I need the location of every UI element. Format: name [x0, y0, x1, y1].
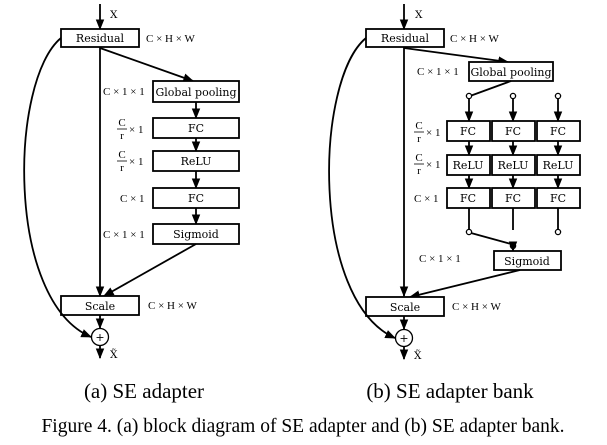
fc2-label-b-3: FC [550, 192, 566, 205]
switch-bottom-b [470, 232, 512, 245]
fc2-label-a: FC [188, 192, 204, 205]
fc1-dim-b: C r × 1 [414, 120, 440, 145]
relu-dim-a: C r × 1 [117, 149, 143, 174]
residual-label-b: Residual [381, 32, 430, 45]
fc1-label-a: FC [188, 122, 204, 135]
fc2-dim-b: C × 1 [414, 193, 439, 205]
fc1-label-b-3: FC [550, 125, 566, 138]
ratio-num: C [118, 117, 125, 129]
scale-label-b: Scale [390, 301, 420, 314]
fc1-dim-suffix-a: × 1 [129, 124, 143, 136]
arrow-a-5 [103, 243, 197, 297]
ratio-num: C [415, 152, 422, 164]
relu-dim-suffix-b: × 1 [426, 159, 440, 171]
pooling-dim-a: C × 1 × 1 [103, 86, 145, 98]
node-b-3 [554, 92, 562, 100]
relu-label-b-2: ReLU [498, 159, 529, 172]
panel-a: X Residual C × H × W Global pooling C × … [23, 4, 240, 403]
fc1-label-b-1: FC [460, 125, 476, 138]
scale-label-a: Scale [85, 300, 115, 313]
relu-label-b-1: ReLU [453, 159, 484, 172]
switch-top-b [469, 80, 512, 97]
ratio-den: r [417, 133, 421, 145]
pooling-dim-b: C × 1 × 1 [417, 66, 459, 78]
global-pooling-label-b: Global pooling [471, 66, 552, 79]
skip-connection-a [23, 37, 92, 338]
arrow-b-14 [408, 269, 521, 299]
global-pooling-label-a: Global pooling [156, 86, 237, 99]
fc1-dim-a: C r × 1 [117, 117, 143, 142]
caption-a: (a) SE adapter [84, 379, 204, 403]
ratio-den: r [120, 162, 124, 174]
sum-node-a [90, 327, 110, 347]
branch-arrow-a [99, 47, 195, 82]
ratio-num: C [118, 149, 125, 161]
node-b-5 [509, 242, 517, 250]
ratio-num: C [415, 120, 422, 132]
node-b-6 [554, 228, 562, 236]
sum-symbol-a: + [95, 331, 104, 344]
branch-arrow-b [403, 47, 510, 65]
node-b-1 [465, 92, 473, 100]
node-b-2 [509, 92, 517, 100]
figure-caption: Figure 4. (a) block diagram of SE adapte… [41, 416, 564, 437]
ratio-den: r [120, 130, 124, 142]
relu-dim-b: C r × 1 [414, 152, 440, 177]
relu-label-a: ReLU [181, 155, 212, 168]
relu-dim-suffix-a: × 1 [129, 156, 143, 168]
output-label-a: X̃ [110, 348, 118, 361]
ratio-den: r [417, 165, 421, 177]
sigmoid-dim-a: C × 1 × 1 [103, 229, 145, 241]
fc1-label-b-2: FC [505, 125, 521, 138]
sigmoid-box-b [493, 250, 562, 271]
residual-dim-b: C × H × W [450, 33, 499, 45]
sum-symbol-b: + [399, 332, 408, 345]
skip-connection-b [328, 37, 396, 339]
residual-label-a: Residual [76, 32, 125, 45]
relu-label-b-3: ReLU [543, 159, 574, 172]
sigmoid-label-b: Sigmoid [504, 255, 550, 268]
fc2-dim-a: C × 1 [120, 193, 145, 205]
fc1-dim-suffix-b: × 1 [426, 127, 440, 139]
sum-node-b [394, 328, 414, 348]
scale-dim-a: C × H × W [148, 300, 197, 312]
sigmoid-label-a: Sigmoid [173, 228, 219, 241]
fc2-label-b-1: FC [460, 192, 476, 205]
sigmoid-dim-b: C × 1 × 1 [419, 253, 461, 265]
input-label-a: X [110, 9, 118, 21]
scale-box-b [365, 296, 445, 317]
scale-dim-b: C × H × W [452, 301, 501, 313]
output-label-b: X̃ [414, 349, 422, 362]
fc2-label-b-2: FC [505, 192, 521, 205]
residual-dim-a: C × H × W [146, 33, 195, 45]
input-label-b: X [415, 9, 423, 21]
panel-b: X Residual C × H × W Global pooling C × … [328, 4, 581, 403]
node-b-4 [465, 228, 473, 236]
caption-b: (b) SE adapter bank [366, 379, 534, 403]
